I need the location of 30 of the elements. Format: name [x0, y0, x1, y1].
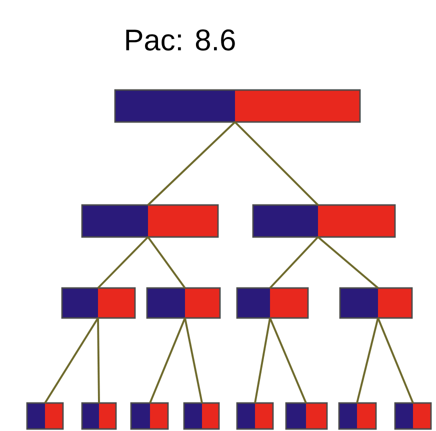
connector-line	[44, 318, 99, 404]
connector-line	[147, 121, 236, 206]
split-bar	[130, 402, 169, 430]
connector-line	[317, 236, 379, 289]
split-bar	[81, 402, 117, 430]
connector-line	[149, 318, 186, 404]
split-bar	[338, 402, 377, 430]
connector-line	[254, 318, 271, 404]
connector-line	[147, 236, 186, 289]
connector-line	[97, 318, 100, 404]
connector-line	[269, 318, 307, 404]
split-bar	[81, 204, 219, 238]
split-bar	[285, 402, 328, 430]
split-bar	[236, 402, 274, 430]
split-bar	[252, 204, 396, 238]
connector-line	[234, 121, 319, 206]
connector-line	[356, 318, 379, 404]
split-bar	[61, 287, 136, 319]
split-bar	[114, 89, 361, 123]
connector-line	[97, 236, 149, 289]
split-bar	[26, 402, 64, 430]
connector-line	[377, 318, 414, 404]
connector-line	[269, 236, 319, 289]
split-bar	[339, 287, 413, 319]
connector-line	[184, 318, 203, 404]
title: Pac: 8.6	[126, 29, 235, 51]
split-bar	[146, 287, 221, 319]
split-bar	[394, 402, 432, 430]
split-bar	[236, 287, 309, 319]
split-bar	[183, 402, 220, 430]
